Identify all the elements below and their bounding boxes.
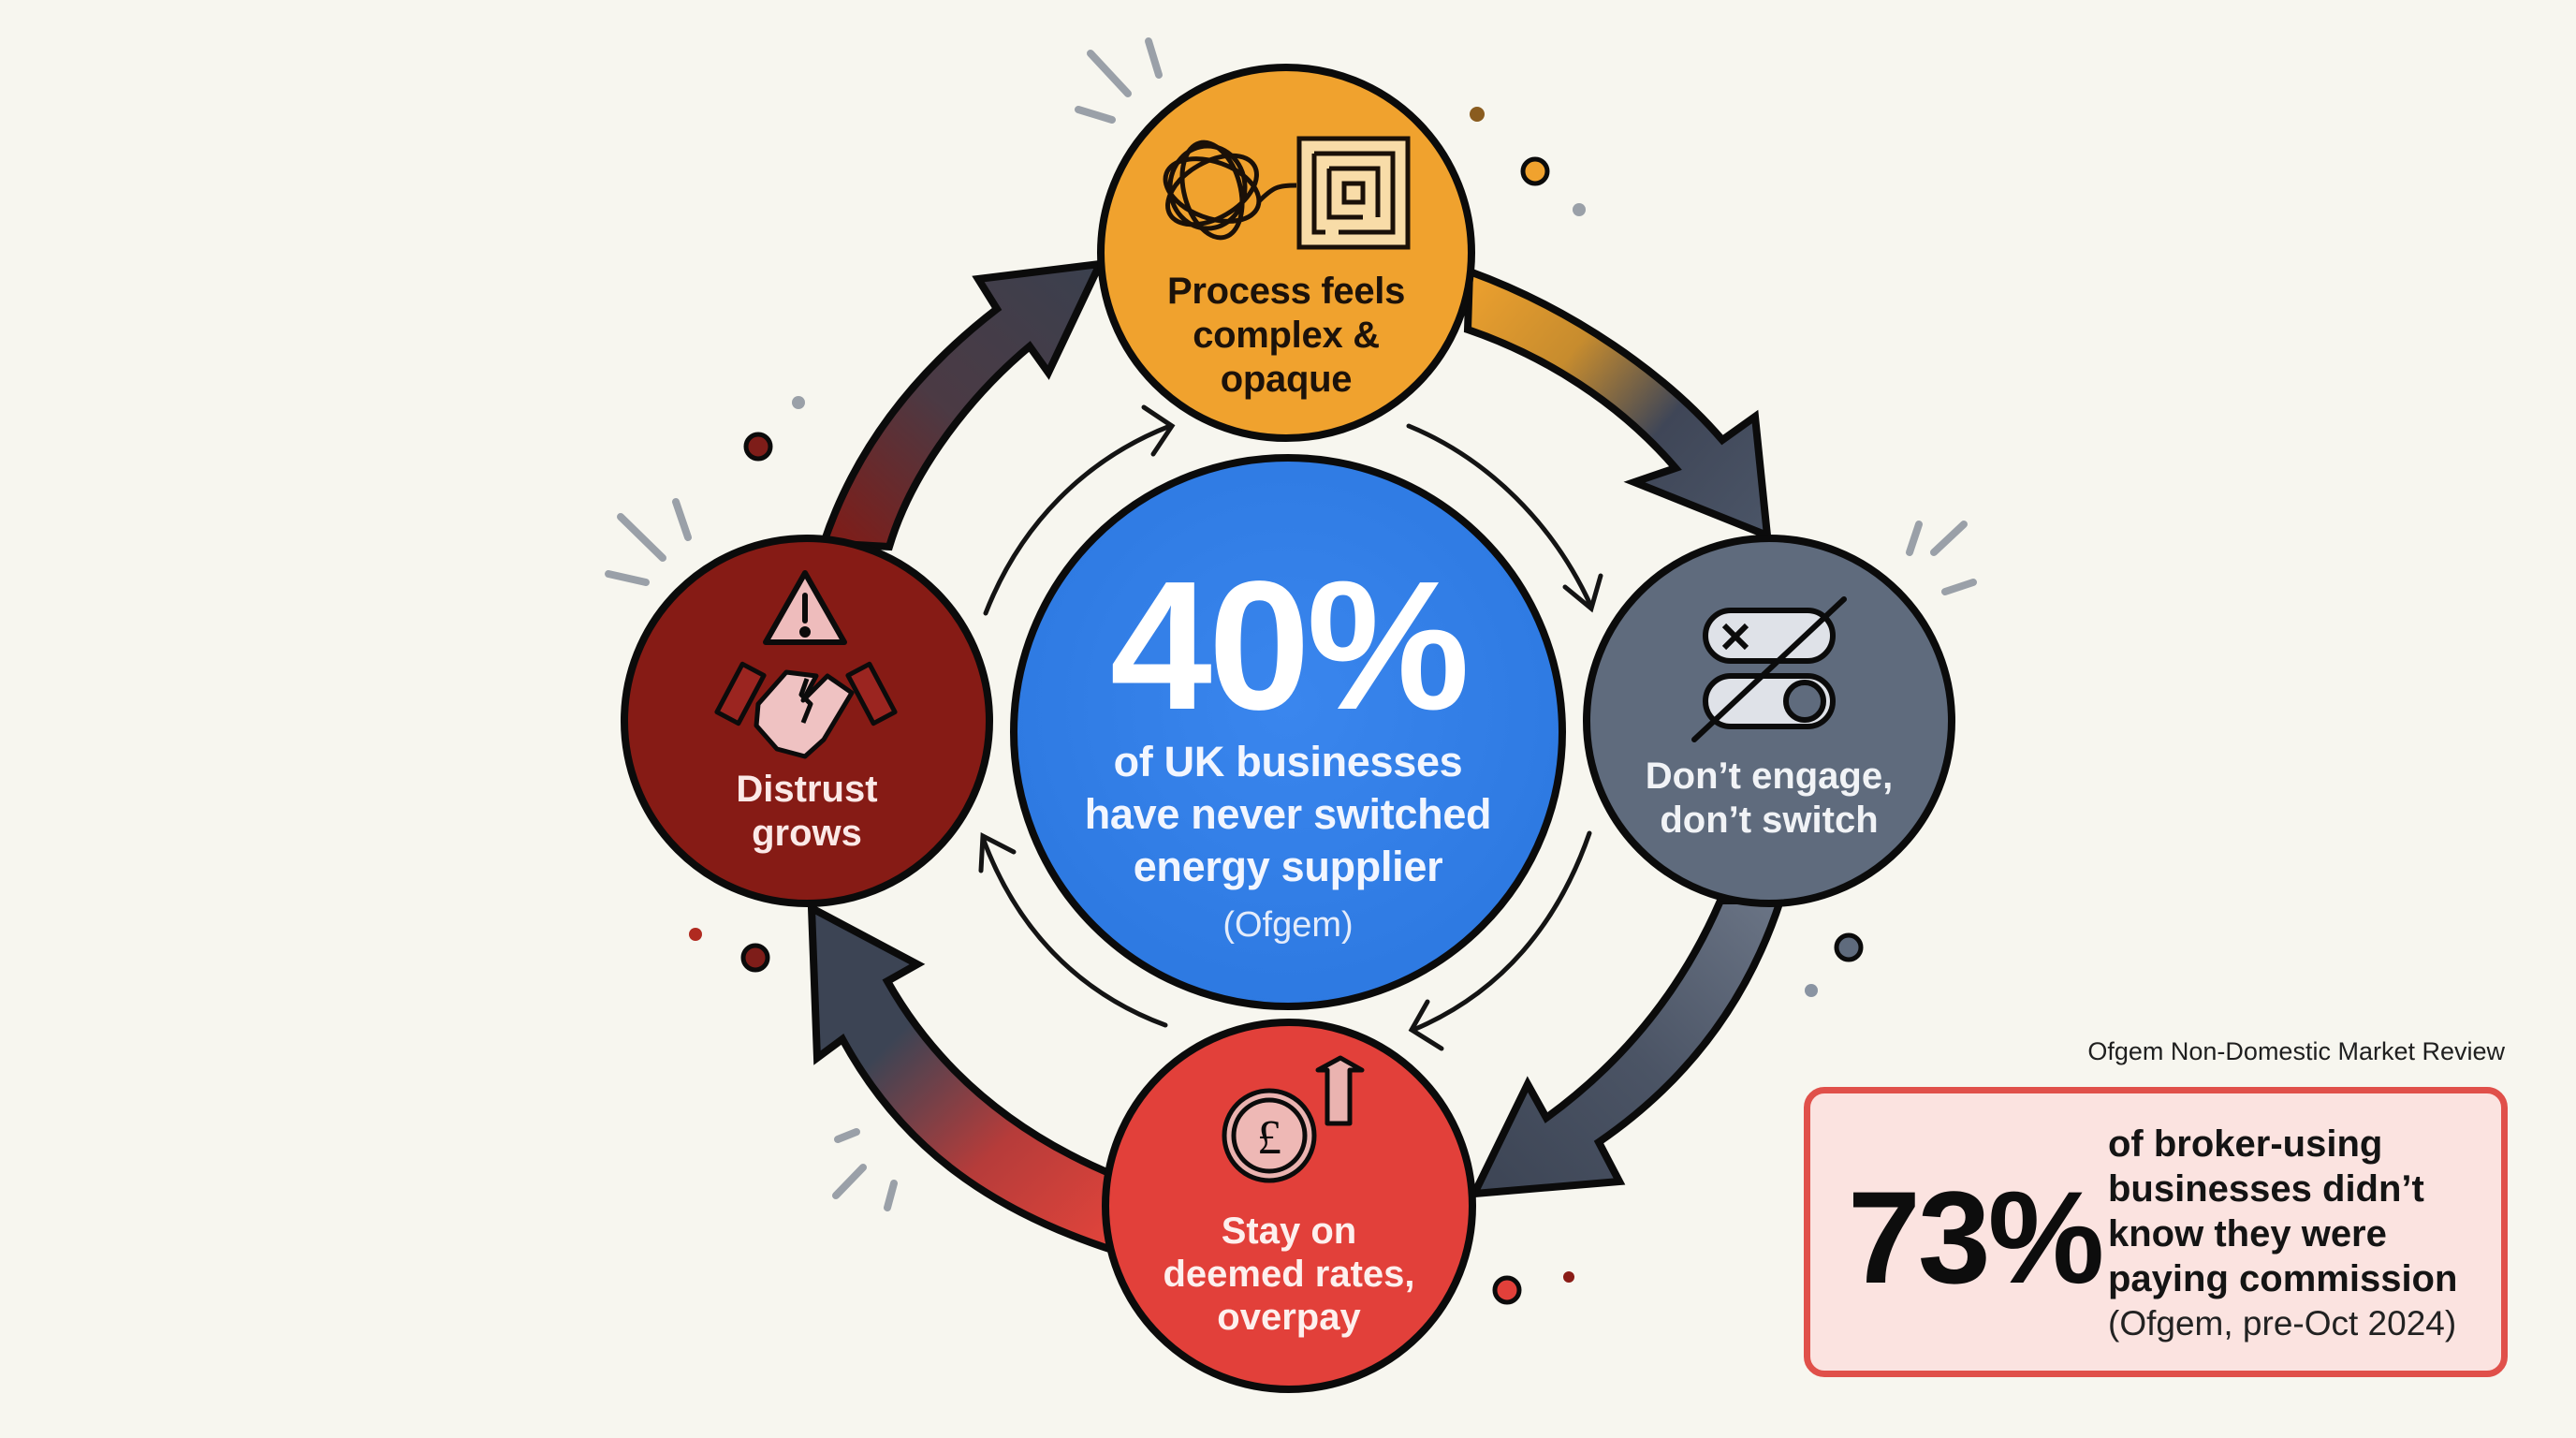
node-overpay-line-2: deemed rates, bbox=[1163, 1254, 1415, 1295]
inner-arrow-bottom-left-head bbox=[978, 832, 1017, 873]
node-disengage-line-2: don’t switch bbox=[1660, 800, 1879, 842]
node-distrust-line-1: Distrust bbox=[736, 769, 878, 810]
stat-desc-line-3: know they were bbox=[2108, 1213, 2387, 1255]
toggle-off-icon bbox=[1691, 596, 1847, 742]
warning-icon bbox=[763, 570, 847, 645]
node-overpay-line-3: overpay bbox=[1217, 1297, 1361, 1338]
center-desc-line-3: energy supplier bbox=[1133, 843, 1443, 890]
node-overpay-label: Stay on deemed rates, overpay bbox=[1123, 1210, 1455, 1339]
node-disengage-line-1: Don’t engage, bbox=[1645, 756, 1894, 797]
inner-arrow-top-left-head bbox=[1141, 404, 1176, 457]
node-distrust-label: Distrust grows bbox=[646, 768, 968, 856]
node-process-label: Process feels complex & opaque bbox=[1118, 270, 1455, 403]
svg-text:£: £ bbox=[1257, 1111, 1281, 1165]
inner-cycle-arrows bbox=[978, 404, 1603, 1051]
stat-desc-line-1: of broker-using bbox=[2108, 1123, 2383, 1165]
center-desc-line-1: of UK businesses bbox=[1113, 738, 1463, 785]
arrow-overpay-to-distrust bbox=[807, 902, 1120, 1255]
stat-callout-box: 73% of broker-using businesses didn’t kn… bbox=[1804, 1087, 2508, 1377]
stat-desc-line-2: businesses didn’t bbox=[2108, 1168, 2424, 1210]
inner-arrow-bottom-right bbox=[1411, 830, 1592, 1033]
stat-desc-line-4: paying commission bbox=[2108, 1258, 2458, 1299]
stat-callout-source: (Ofgem, pre-Oct 2024) bbox=[2108, 1304, 2457, 1343]
stat-callout-heading: Ofgem Non-Domestic Market Review bbox=[2087, 1037, 2505, 1065]
arrow-distrust-to-process bbox=[818, 259, 1106, 551]
stat-callout-value: 73% bbox=[1848, 1164, 2104, 1311]
node-process-line-2: complex & bbox=[1193, 315, 1380, 357]
center-stat-value: 40% bbox=[1109, 543, 1470, 748]
center-stat-source: (Ofgem) bbox=[1222, 905, 1354, 945]
inner-arrow-bottom-left bbox=[980, 835, 1168, 1028]
node-overpay-line-1: Stay on bbox=[1221, 1211, 1357, 1252]
stat-callout-description: of broker-using businesses didn’t know t… bbox=[2108, 1122, 2457, 1301]
node-process-line-1: Process feels bbox=[1166, 271, 1406, 312]
tangle-icon bbox=[1163, 139, 1297, 241]
inner-arrow-bottom-right-head bbox=[1408, 999, 1444, 1051]
inner-arrow-top-left bbox=[983, 423, 1173, 616]
decorations bbox=[605, 37, 1977, 1305]
node-distrust-line-2: grows bbox=[752, 813, 862, 855]
node-disengage-label: Don’t engage, don’t switch bbox=[1608, 755, 1930, 843]
node-process-line-3: opaque bbox=[1220, 359, 1353, 401]
broken-handshake-icon bbox=[714, 661, 898, 759]
node-overpay-circle bbox=[1102, 1019, 1476, 1393]
arrow-process-to-disengage bbox=[1463, 266, 1772, 542]
center-stat-circle bbox=[1010, 454, 1566, 1010]
pound-coin-rising-icon: £ bbox=[1222, 1055, 1365, 1183]
center-desc-line-2: have never switched bbox=[1084, 790, 1492, 838]
inner-arrow-top-right-head bbox=[1562, 573, 1603, 613]
cycle-arrows bbox=[807, 259, 1786, 1255]
center-stat-description: of UK businesses have never switched ene… bbox=[1030, 736, 1546, 893]
maze-icon bbox=[1296, 136, 1411, 250]
inner-arrow-top-right bbox=[1406, 423, 1594, 609]
